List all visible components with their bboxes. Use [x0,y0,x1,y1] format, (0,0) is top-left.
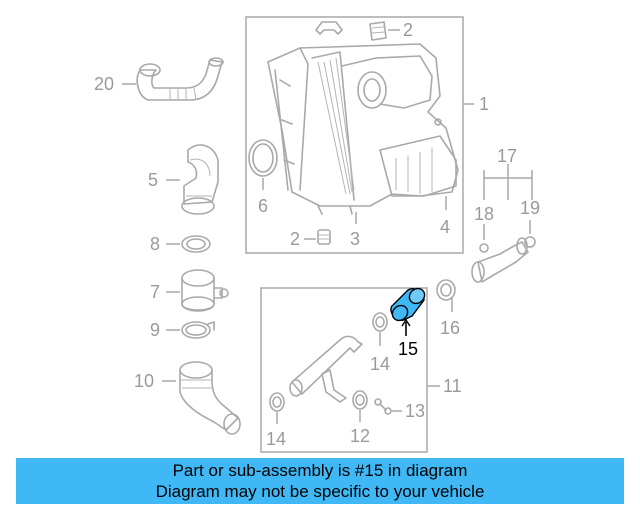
hose-assembly-frame [260,287,428,453]
part-7-air-flow-sensor [181,269,229,312]
callout-9: 9 [150,320,160,340]
callout-12: 12 [350,426,370,446]
callout-6: 6 [258,196,268,216]
callout-15: 15 [398,339,418,359]
bracket-top [315,21,343,35]
callout-2-bottom: 2 [290,229,300,249]
part-14-clamp-upper [372,312,388,332]
callout-14-lower: 14 [266,429,286,449]
callout-17: 17 [497,146,517,166]
part-6-gasket [248,139,278,177]
part-14-clamp-lower [269,392,285,412]
banner-line-2: Diagram may not be specific to your vehi… [155,482,485,501]
part-12-clamp [352,390,368,410]
callout-20: 20 [94,74,114,94]
part-9-clamp [181,321,215,339]
part-15-hose-highlighted [390,287,426,322]
callout-7: 7 [150,282,160,302]
info-banner: Part or sub-assembly is #15 in diagram D… [16,458,624,504]
part-11-pipe [289,335,363,403]
callout-19: 19 [520,198,540,218]
part-2-grommet-bottom [317,229,331,245]
callout-8: 8 [150,234,160,254]
part-16-clamp [436,279,456,301]
callout-1: 1 [479,94,489,114]
callout-3: 3 [350,229,360,249]
air-cleaner-assembly-frame [245,16,464,254]
callout-13: 13 [405,401,425,421]
callout-14-upper: 14 [370,354,390,374]
callout-16: 16 [440,318,460,338]
callout-2-top: 2 [403,20,413,40]
part-8-gasket [181,235,211,253]
part-20-intake-duct [136,57,224,101]
part-5-elbow-duct [181,144,219,215]
part-10-hose [179,361,241,435]
part-1-air-cleaner-housing [267,43,459,215]
callout-10: 10 [134,371,154,391]
part-17-pipe-assembly [471,164,536,283]
callout-18: 18 [474,204,494,224]
banner-line-1: Part or sub-assembly is #15 in diagram [172,461,468,480]
callout-11: 11 [443,376,462,396]
callout-5: 5 [148,170,158,190]
part-13-fitting [374,398,392,415]
callout-4: 4 [440,217,450,237]
part-2-clip-top [369,21,387,41]
